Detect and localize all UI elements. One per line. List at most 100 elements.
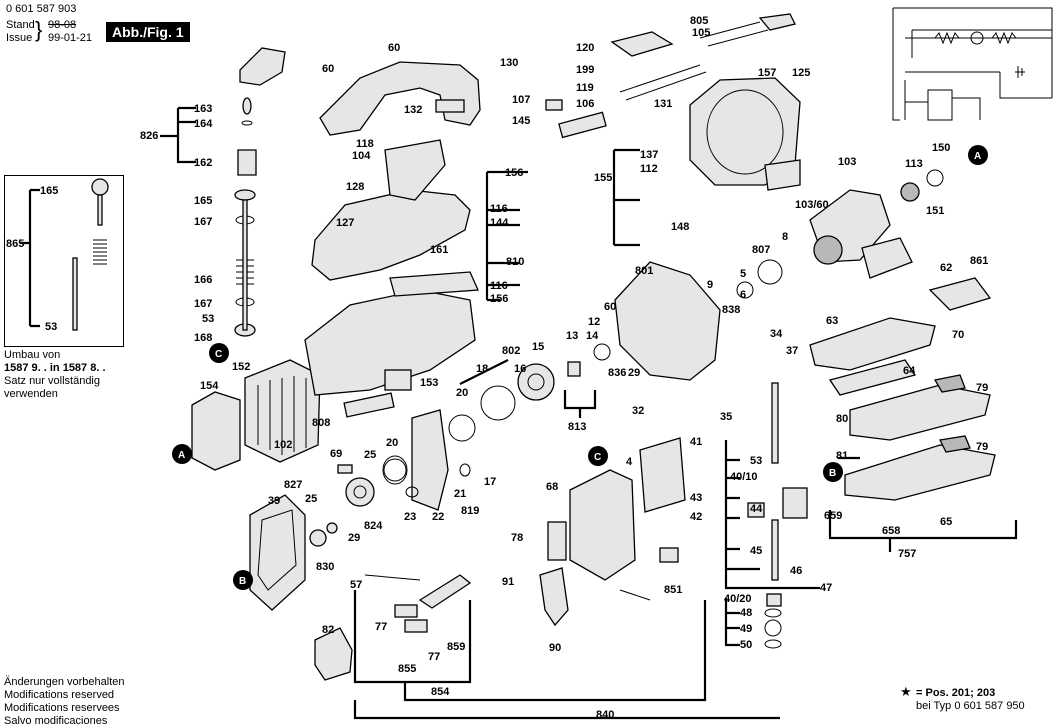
part-label: 41 [690,436,702,448]
part-label: 20 [456,387,468,399]
ref-marker-c1: C [215,349,222,360]
part-label: 63 [826,315,838,327]
part-label: 105 [692,27,710,39]
part-label: 49 [740,623,752,635]
part-label: 4 [626,456,633,468]
inset-label-865: 865 [6,238,24,250]
motor-housing [689,77,801,191]
part-label: 112 [640,163,658,175]
part-label: 64 [903,365,916,377]
part-label: 40/10 [730,471,758,483]
part-label: 53 [202,313,214,325]
part-label: 79 [976,441,988,453]
part-label: 851 [664,584,682,596]
part-label: 18 [476,363,488,375]
issue-date: 99-01-21 [48,32,93,44]
part-label: 60 [388,42,400,54]
inset-note-4: verwenden [4,388,58,400]
part-label: 5 [740,268,746,280]
part-label: 152 [232,361,250,373]
part-label: 43 [690,492,702,504]
part-label: 39 [268,495,280,507]
part-label: 25 [305,493,317,505]
inset-note-1: Umbau von [4,349,61,361]
ref-marker-b1: B [829,468,836,479]
ref-marker-a2: A [178,450,185,461]
wiring-schematic [892,7,1053,121]
part-label: 161 [430,244,448,256]
part-label: 132 [404,104,422,116]
part-label: 35 [720,411,732,423]
part-label: 155 [594,172,612,184]
part-label: 855 [398,663,416,675]
part-label: 48 [740,607,752,619]
part-label: 53 [750,455,762,467]
part-label: 167 [194,216,212,228]
upper-housing [311,61,563,281]
footer-type-note: bei Typ 0 601 587 950 [916,700,1025,712]
part-label: 42 [690,511,702,523]
part-label: 77 [428,651,440,663]
part-label: 16 [514,363,526,375]
part-label: 199 [576,64,594,76]
part-label: 23 [404,511,416,523]
inset-label-53: 53 [45,321,57,333]
plunger-assembly [569,382,820,649]
footer-note-3: Modifications reservees [4,702,120,714]
part-label: 13 [566,330,578,342]
part-label: 156 [490,293,508,305]
part-label: 150 [932,142,950,154]
gear-housing [304,261,721,418]
star-icon: ★ [900,685,912,700]
part-label: 14 [586,330,599,342]
part-label: 17 [484,476,496,488]
inset-parts [20,178,109,331]
group-brackets [459,148,640,418]
part-label: 164 [194,118,213,130]
part-label: 25 [364,449,376,461]
part-label: 827 [284,479,302,491]
part-label: 819 [461,505,479,517]
part-label: 69 [330,448,342,460]
part-label: 65 [940,516,952,528]
base-plate-assembly [809,237,1018,552]
part-label: 20 [386,437,398,449]
part-label: 167 [194,298,212,310]
part-label: 116 [490,280,508,292]
part-label: 34 [770,328,783,340]
part-label: 658 [882,525,900,537]
part-label: 854 [431,686,450,698]
power-cable [558,13,796,139]
part-label: 830 [316,561,334,573]
blade-holder [539,521,679,627]
part-label: 824 [364,520,383,532]
part-label: 79 [976,382,988,394]
part-label: 836 [608,367,626,379]
part-label: 148 [671,221,689,233]
part-label: 70 [952,329,964,341]
part-label: 168 [194,332,212,344]
part-label: 807 [752,244,770,256]
part-label: 91 [502,576,514,588]
part-label: 130 [500,57,518,69]
armature [736,169,944,299]
part-label: 40/20 [724,593,752,605]
part-label: 80 [836,413,848,425]
part-label: 15 [532,341,544,353]
part-label: 859 [447,641,465,653]
part-label: 156 [505,167,523,179]
footer-note-4: Salvo modificaciones [4,715,108,727]
part-label: 57 [350,579,362,591]
part-label: 21 [454,488,466,500]
part-label: 46 [790,565,802,577]
part-label: 808 [312,417,330,429]
part-label: 29 [348,532,360,544]
mid-left-parts [309,409,471,547]
issue-label: Issue [6,32,33,44]
part-label: 659 [824,510,842,522]
inset-note-2: 1587 9. . in 1587 8. . [4,362,106,374]
gear-train [383,343,611,482]
part-label: 125 [792,67,810,79]
